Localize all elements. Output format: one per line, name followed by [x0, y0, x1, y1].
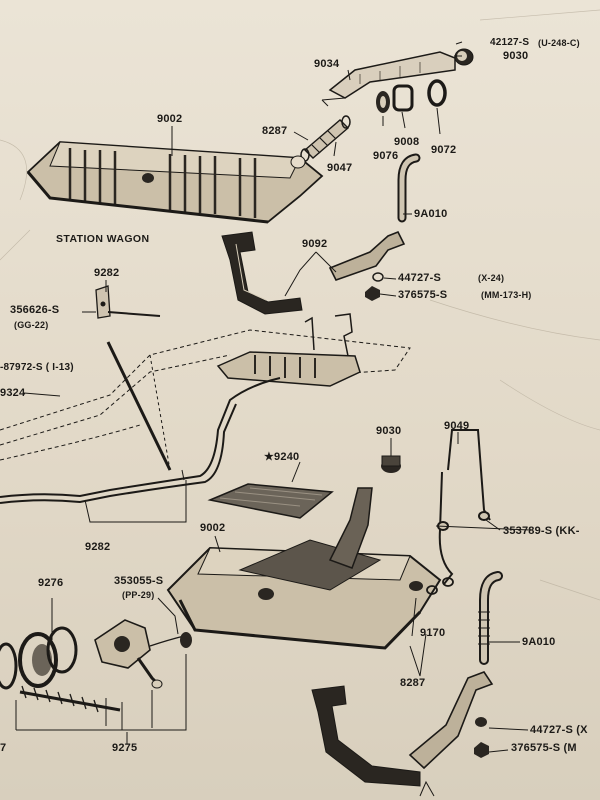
label-44727-s-top: 44727-S — [398, 272, 441, 284]
label-9276: 9276 — [38, 577, 64, 589]
in-tank-fuel-sender-middle — [216, 313, 361, 387]
strap-fasteners-top — [365, 272, 384, 301]
tank-strap-bottom-left — [311, 685, 421, 787]
fuel-line-clip-9282 — [95, 285, 161, 319]
grommet-9076 — [376, 91, 390, 113]
label-9030-top: 9030 — [503, 50, 529, 62]
label-9047: 9047 — [327, 162, 353, 174]
hose-clamp-8287-bottom — [426, 577, 454, 595]
label-356626-s: 356626-S — [10, 304, 60, 316]
vent-tube-9a010-top — [397, 153, 421, 223]
retainer-9008 — [392, 84, 414, 112]
tank-strap-bottom-right — [408, 671, 494, 770]
label-376575-s-top: 376575-S — [398, 289, 448, 301]
label-9076: 9076 — [373, 150, 399, 162]
gasket-9072 — [427, 79, 447, 107]
background-ghost-lines — [0, 9, 600, 601]
label-9072: 9072 — [431, 144, 457, 156]
label-87972-s: -87972-S ( I-13) — [0, 362, 74, 373]
label-9034: 9034 — [314, 58, 340, 70]
label-9170: 9170 — [420, 627, 446, 639]
strap-fasteners-bottom — [474, 717, 489, 758]
fuel-cap-9030-top — [454, 48, 474, 66]
fuel-cap-9030-middle — [381, 455, 401, 473]
label-9008: 9008 — [394, 136, 420, 148]
vent-line-9049 — [437, 429, 491, 585]
label-9002-top: 9002 — [157, 113, 183, 125]
leader-lines — [15, 41, 531, 797]
label-x-24: (X-24) — [478, 273, 505, 283]
label-mm-173-h: (MM-173-H) — [481, 290, 532, 300]
label-9a010-bottom: 9A010 — [522, 636, 556, 648]
label-376575-s-bottom: 376575-S (M — [511, 742, 577, 754]
label-44727-s-bottom: 44727-S (X — [530, 724, 588, 736]
sending-unit-9275 — [94, 619, 192, 689]
tank-strap-9092-left — [221, 231, 303, 315]
fuel-line-9282 — [0, 377, 281, 504]
label-353789-s: 353789-S (KK- — [503, 525, 580, 537]
label-9275: 9275 — [112, 742, 138, 754]
label-station-wagon: STATION WAGON — [56, 233, 150, 245]
label-9092: 9092 — [302, 238, 328, 250]
fuel-tank-9002-station-wagon — [26, 141, 324, 224]
label-9324: 9324 — [0, 387, 26, 399]
label-9002-bottom: 9002 — [200, 522, 226, 534]
tank-strap-9092-right — [328, 230, 406, 281]
label-pp-29: (PP-29) — [122, 590, 155, 600]
label-9282-top: 9282 — [94, 267, 120, 279]
label-353055-s: 353055-S — [114, 575, 164, 587]
label-9030-middle: 9030 — [376, 425, 402, 437]
hose-clamp-8287-top — [300, 115, 351, 162]
label-8287-bottom: 8287 — [400, 677, 426, 689]
label-9a010-top: 9A010 — [414, 208, 448, 220]
label-8287-top: 8287 — [262, 125, 288, 137]
filler-neck-9034 — [321, 51, 456, 107]
label-42127-s: 42127-S — [490, 37, 530, 48]
label-9049: 9049 — [444, 420, 470, 432]
label-gg-22: (GG-22) — [14, 320, 49, 330]
label-7-partial: 7 — [0, 742, 7, 754]
sender-wire-9324 — [106, 341, 172, 471]
label-9240: ★9240 — [264, 451, 300, 463]
vent-tube-9a010-bottom — [478, 571, 503, 665]
fuel-tank-9002-sedan — [166, 487, 442, 650]
label-9282-bottom: 9282 — [85, 541, 111, 553]
label-u-248-c: (U-248-C) — [538, 38, 580, 48]
lock-ring-and-gasket-9276 — [0, 626, 78, 690]
sender-float-rod — [19, 685, 121, 713]
floor-pan-outline — [0, 329, 411, 471]
fuel-pad-9240 — [207, 483, 334, 519]
